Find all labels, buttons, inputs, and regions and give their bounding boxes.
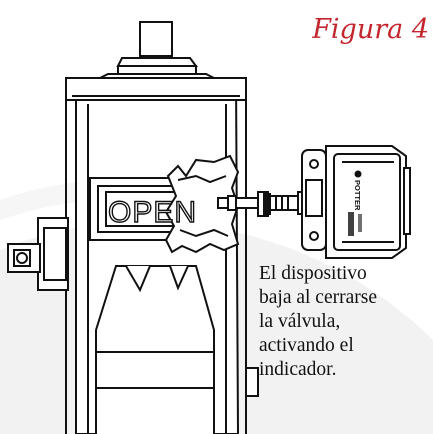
switch-device [301, 145, 411, 259]
side-stem [7, 217, 69, 291]
device-brand-logo: POTTER [348, 170, 362, 236]
caption-line: la válvula, [259, 311, 341, 332]
open-flag-label: OPEN [108, 196, 197, 229]
valve-body [65, 77, 259, 434]
caption-line: activando el [259, 335, 354, 356]
operating-nut [99, 21, 215, 79]
caption-line: El dispositivo [259, 263, 367, 284]
caption-line: indicador. [259, 359, 337, 380]
figure-title: Figura 4 [312, 14, 429, 45]
svg-text:POTTER: POTTER [353, 180, 362, 211]
linkage-rod [217, 191, 309, 217]
caption: El dispositivo baja al cerrarse la válvu… [259, 262, 433, 382]
indicator-window [89, 154, 240, 254]
caption-line: baja al cerrarse [259, 287, 377, 308]
